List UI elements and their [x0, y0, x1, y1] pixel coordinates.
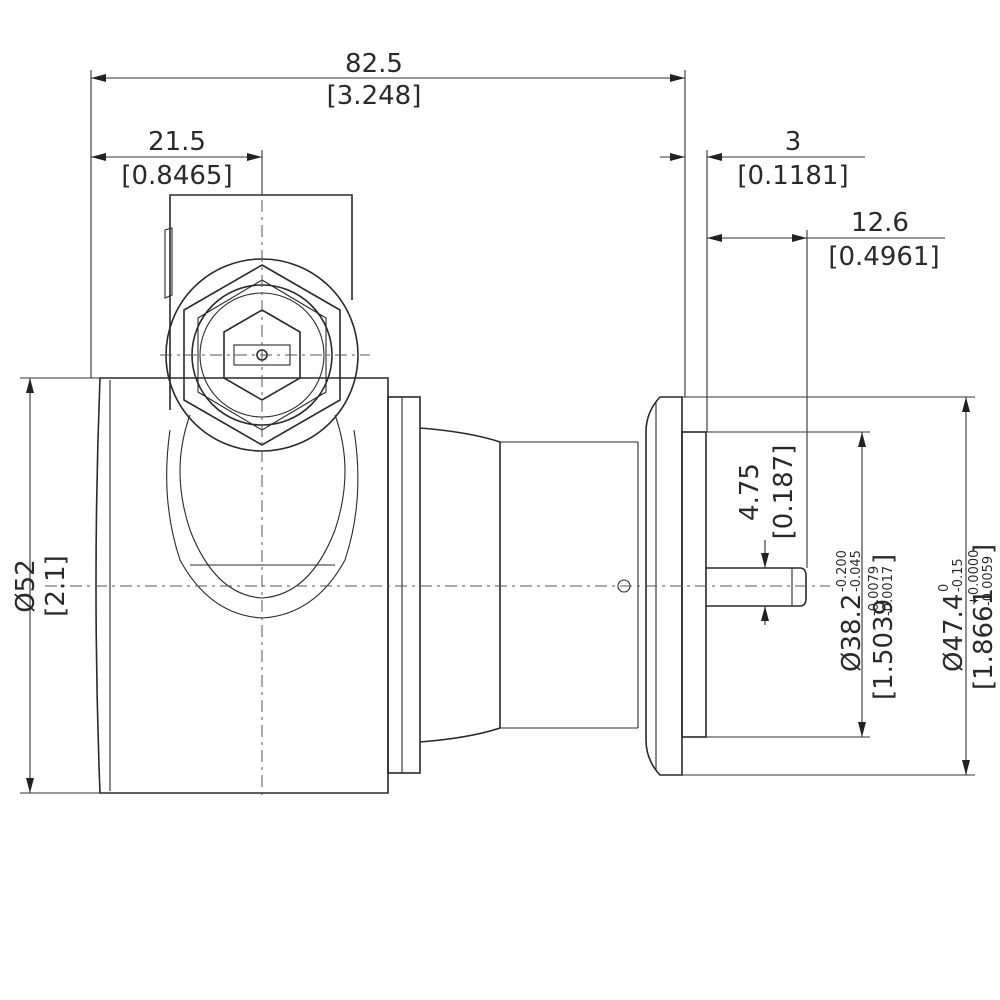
shaft	[706, 567, 807, 607]
shaft-diameter-inch: [0.187]	[769, 445, 799, 540]
body-diameter-mm: Ø52	[11, 559, 41, 613]
flange-tol-lower-inch: -0.0059	[981, 556, 996, 606]
pilot-tol-upper-inch: -0.0079	[867, 566, 882, 616]
pilot-tol-upper-mm: -0.200	[835, 550, 850, 592]
flange-tol-upper-inch: +0.0000	[967, 550, 982, 606]
port-offset-inch: [0.8465]	[121, 161, 232, 191]
body-diameter-inch: [2.1]	[41, 555, 71, 617]
center-lines	[45, 150, 830, 800]
shaft-length-mm: 12.6	[851, 208, 909, 238]
shaft-length-inch: [0.4961]	[828, 242, 939, 272]
pilot	[681, 431, 707, 738]
port-lobe	[179, 414, 346, 599]
main-body	[95, 377, 389, 794]
flange-diameter-inch: [1.8661	[969, 589, 999, 690]
flange-thickness-inch: [0.1181]	[737, 161, 848, 191]
dimension-labels: 82.5 [3.248] 21.5 [0.8465] 3 [0.1181] 12…	[11, 49, 999, 700]
pilot-tol-lower-mm: -0.045	[849, 550, 864, 592]
overall-length-inch: [3.248]	[327, 81, 422, 111]
step-ring	[387, 396, 421, 774]
pilot-diameter-inch: [1.5039	[869, 599, 899, 700]
pilot-tol-lower-inch: -0.0017	[881, 566, 896, 616]
port-offset-mm: 21.5	[148, 127, 206, 157]
part-outline	[95, 194, 807, 794]
tapered-neck	[419, 427, 501, 743]
pilot-diameter-mm: Ø38.2	[837, 594, 867, 672]
shaft-diameter-mm: 4.75	[735, 463, 765, 521]
flange-thickness-mm: 3	[785, 127, 802, 157]
flange-bracket-close: ]	[969, 544, 999, 554]
pilot-bracket-close: ]	[869, 554, 899, 564]
mounting-flange	[645, 396, 683, 776]
flange-diameter-mm: Ø47.4	[939, 594, 969, 672]
flange-tol-upper-mm: 0	[937, 584, 952, 592]
overall-length-mm: 82.5	[345, 49, 403, 79]
flange-tol-lower-mm: -0.15	[951, 558, 966, 592]
dimension-lines	[26, 74, 970, 793]
